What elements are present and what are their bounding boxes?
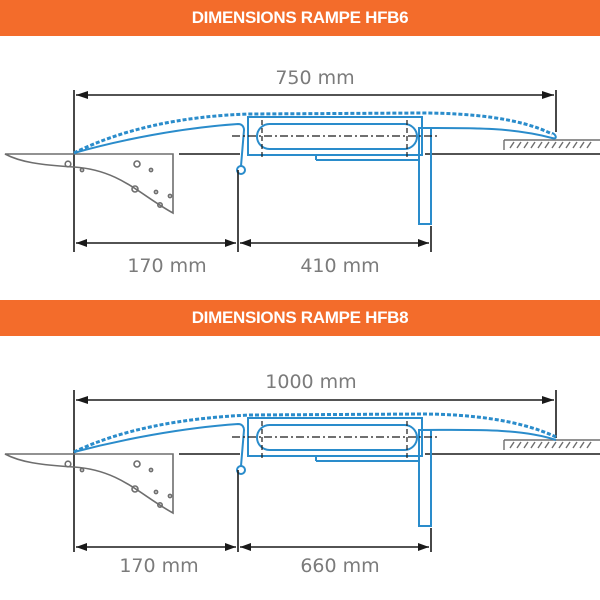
- ramp-diagram-hfb8: 1000 mm: [0, 336, 600, 600]
- left-dimension-label: 170 mm: [119, 555, 198, 577]
- sub-dimensions: [76, 170, 432, 252]
- left-dimension-label: 170 mm: [127, 255, 206, 277]
- right-dimension-label: 660 mm: [300, 555, 379, 577]
- section-title: DIMENSIONS RAMPE HFB6: [191, 8, 409, 27]
- total-length-label: 1000 mm: [265, 371, 356, 393]
- ramp-drawing-hfb6: 750 mm: [4, 67, 600, 277]
- section-header-hfb6: DIMENSIONS RAMPE HFB6: [0, 0, 600, 36]
- loading-dock-icon: [4, 153, 174, 215]
- right-dimension-label: 410 mm: [300, 255, 379, 277]
- sub-dimensions: [76, 470, 432, 552]
- ramp-drawing-hfb8: 1000 mm: [4, 371, 600, 577]
- total-length-label: 750 mm: [275, 67, 354, 89]
- ramp-plate-icon: [73, 412, 557, 527]
- total-length-dimension: [73, 90, 557, 252]
- ground-hatch-icon: [503, 439, 600, 450]
- ground-hatch-icon: [503, 139, 600, 150]
- ramp-plate-icon: [73, 111, 557, 225]
- axis-centerline: [232, 120, 440, 158]
- axis-centerline: [232, 421, 440, 459]
- loading-dock-icon: [4, 453, 174, 515]
- section-title: DIMENSIONS RAMPE HFB8: [191, 308, 409, 327]
- ramp-diagram-hfb6: 750 mm: [0, 36, 600, 300]
- section-header-hfb8: DIMENSIONS RAMPE HFB8: [0, 300, 600, 336]
- total-length-dimension: [73, 390, 557, 552]
